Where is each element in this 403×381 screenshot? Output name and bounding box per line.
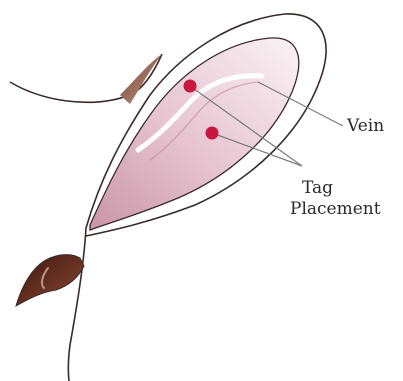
tag-dot-lower: [206, 127, 219, 140]
tag-label-line1: Tag: [302, 178, 381, 199]
hair-tuft: [16, 255, 84, 306]
tag-dot-upper: [184, 80, 197, 93]
tag-label-line2: Placement: [290, 199, 381, 220]
ear-stalk: [68, 228, 86, 381]
vein-label: Vein: [347, 116, 384, 136]
tag-placement-label: Tag Placement: [302, 178, 381, 220]
